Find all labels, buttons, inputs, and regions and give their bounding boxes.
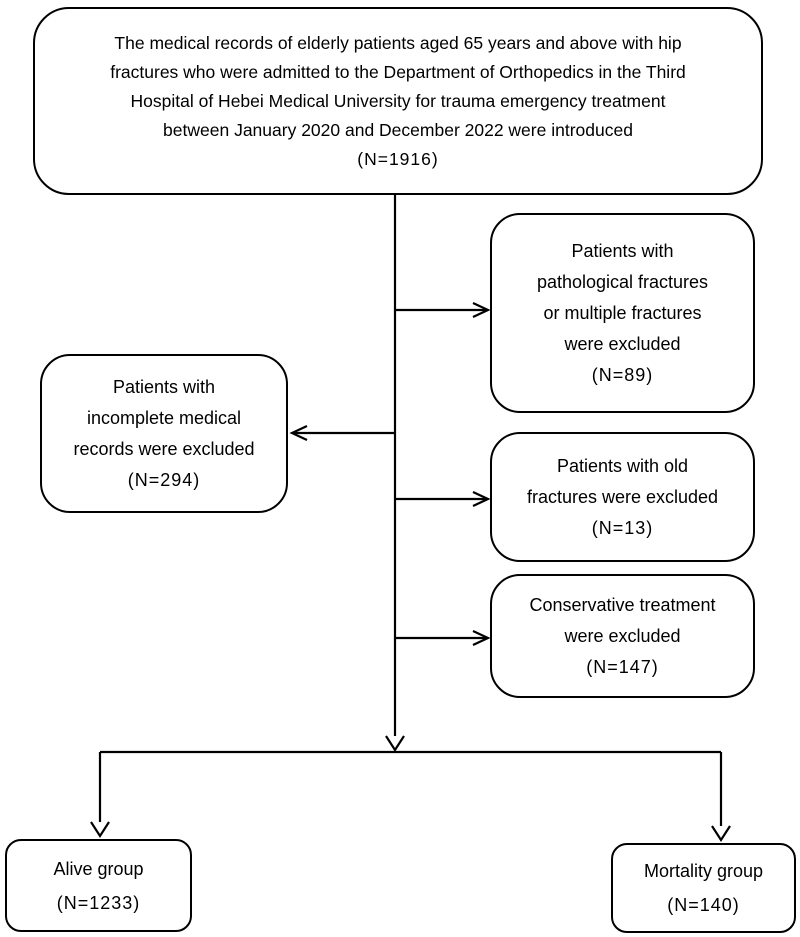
n-count: (N=140) [667,895,740,915]
excluded-incomplete-records-box: Patients with incomplete medical records… [40,354,288,513]
source-population-box: The medical records of elderly patients … [33,7,763,195]
arrow-right-icon [472,630,491,646]
text-line: Conservative treatment [529,594,716,615]
n-count: (N=89) [591,364,654,385]
text-line: fractures who were admitted to the Depar… [110,61,686,82]
text-line: were excluded [564,625,681,646]
text-line: incomplete medical [86,407,242,428]
arrow-down-icon [711,825,731,843]
text-line: between January 2020 and December 2022 w… [163,119,633,140]
arrow-left-icon [289,425,308,441]
n-count: (N=294) [127,469,201,490]
arrow-right-icon [472,491,491,507]
text-line: Patients with [112,376,216,397]
text-line: Patients with old [556,455,689,476]
n-count: (N=13) [591,517,654,538]
text-line: Mortality group [643,861,764,881]
excluded-pathological-box: Patients with pathological fractures or … [490,213,755,413]
text-line: were excluded [564,333,681,354]
text-line: The medical records of elderly patients … [114,32,682,53]
text-line: or multiple fractures [543,302,702,323]
n-count: (N=147) [586,656,659,677]
excluded-conservative-treatment-box: Conservative treatment were excluded (N=… [490,574,755,698]
text-line: records were excluded [73,438,255,459]
n-count: (N=1233) [56,892,141,913]
text-line: fractures were excluded [526,486,719,507]
text-line: Alive group [53,858,144,879]
n-count: (N=1916) [357,148,439,169]
text-line: pathological fractures [536,271,709,292]
alive-group-box: Alive group (N=1233) [5,839,192,932]
arrow-down-icon [90,821,110,839]
excluded-old-fractures-box: Patients with old fractures were exclude… [490,432,755,562]
text-line: Patients with [571,240,674,261]
text-line: Hospital of Hebei Medical University for… [130,90,666,111]
arrow-right-icon [472,302,491,318]
mortality-group-box: Mortality group (N=140) [611,843,796,933]
arrow-down-to-split-icon [385,735,405,753]
